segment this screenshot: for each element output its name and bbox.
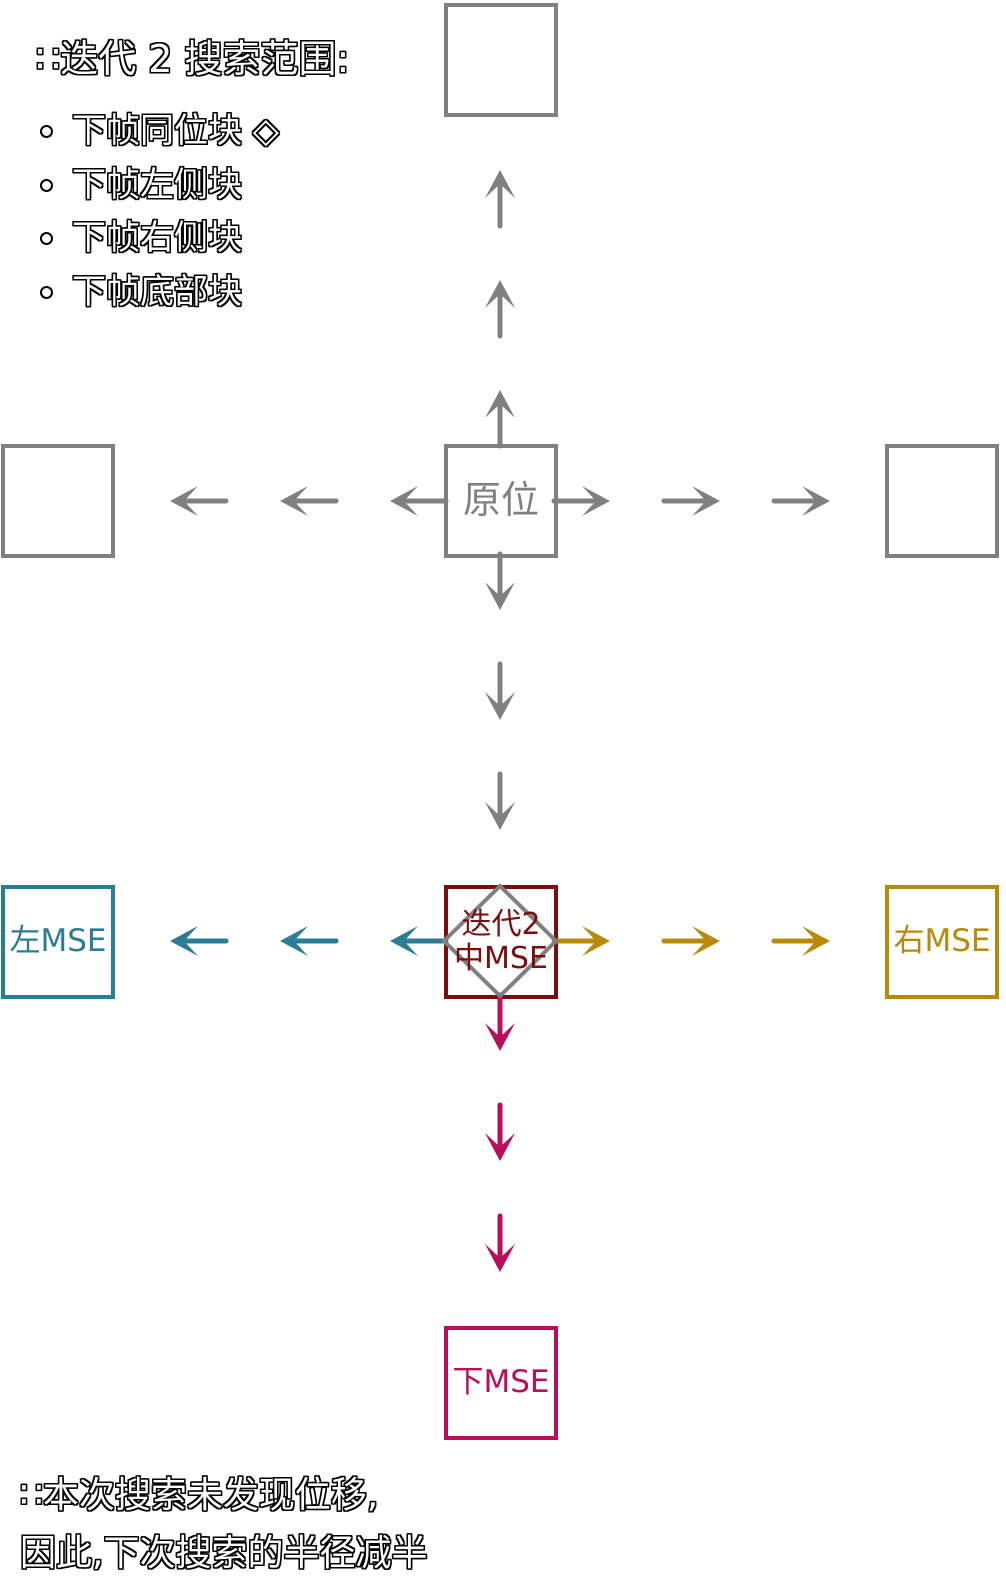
note-line-2: 因此,下次搜索的半径减半 [20,1533,428,1574]
left-box-label: 左MSE [2,887,114,997]
arrow-up-2 [485,280,515,339]
note-line-1: ∷本次搜索未发现位移, [20,1475,379,1516]
arrow-blue-2 [280,926,339,956]
arrow-down-1 [485,551,515,610]
arrow-up-3 [485,170,515,229]
arrow-up-1 [485,390,515,449]
center-label-line1: 迭代2 [461,906,541,942]
arrow-left-2 [280,486,339,516]
arrow-down-2 [485,661,515,720]
title-text: 迭代 2 搜索范围 [60,37,337,81]
arrow-right-3 [771,486,830,516]
list-item-label: 下帧底部块 [72,271,242,312]
bottom-box-label: 下MSE [446,1328,556,1438]
far-right-box [885,444,999,558]
arrow-gold-3 [771,926,830,956]
arrow-blue-1 [390,926,449,956]
arrow-right-1 [551,486,610,516]
origin-box-label: 原位 [446,446,556,556]
list-item-label: 下帧右侧块 [72,218,242,258]
bottom-label: 下MSE [452,1364,550,1401]
arrow-pink-2 [485,1102,515,1161]
bullet-dot-icon [40,178,53,192]
bullet-dot-icon [40,125,53,138]
bottom-mse-box [444,1326,558,1440]
far-left-box [1,444,115,558]
right-label: 右MSE [893,923,991,960]
arrow-left-3 [170,486,229,516]
center-box-label: 迭代2 中MSE [446,887,556,997]
arrow-gold-1 [551,926,610,956]
bullet-dot-icon [40,232,53,245]
top-box [444,3,558,117]
title-prefix: ∷ [36,37,61,81]
center-label-line2: 中MSE [454,941,548,976]
arrow-pink-1 [485,992,515,1051]
arrow-gold-2 [661,926,720,956]
bullet-dot-icon [40,285,53,299]
left-mse-box [1,885,115,999]
origin-label: 原位 [462,478,539,523]
diamond-layer [441,883,559,999]
arrow-left-1 [390,486,449,516]
diamond-icon [441,883,559,999]
arrows-layer [170,170,830,1272]
list-item-label: 下帧同位块 ◇ [72,111,279,151]
left-label: 左MSE [9,923,107,960]
arrow-down-3 [485,771,515,830]
right-mse-box [885,885,999,999]
list-item-label: 下帧左侧块 [72,164,242,205]
arrow-right-2 [661,486,720,516]
arrow-pink-3 [485,1213,515,1272]
arrow-blue-3 [170,926,229,956]
right-box-label: 右MSE [886,887,998,997]
title-suffix: : [336,37,350,81]
page-title: ∷迭代 2 搜索范围: [36,28,349,83]
